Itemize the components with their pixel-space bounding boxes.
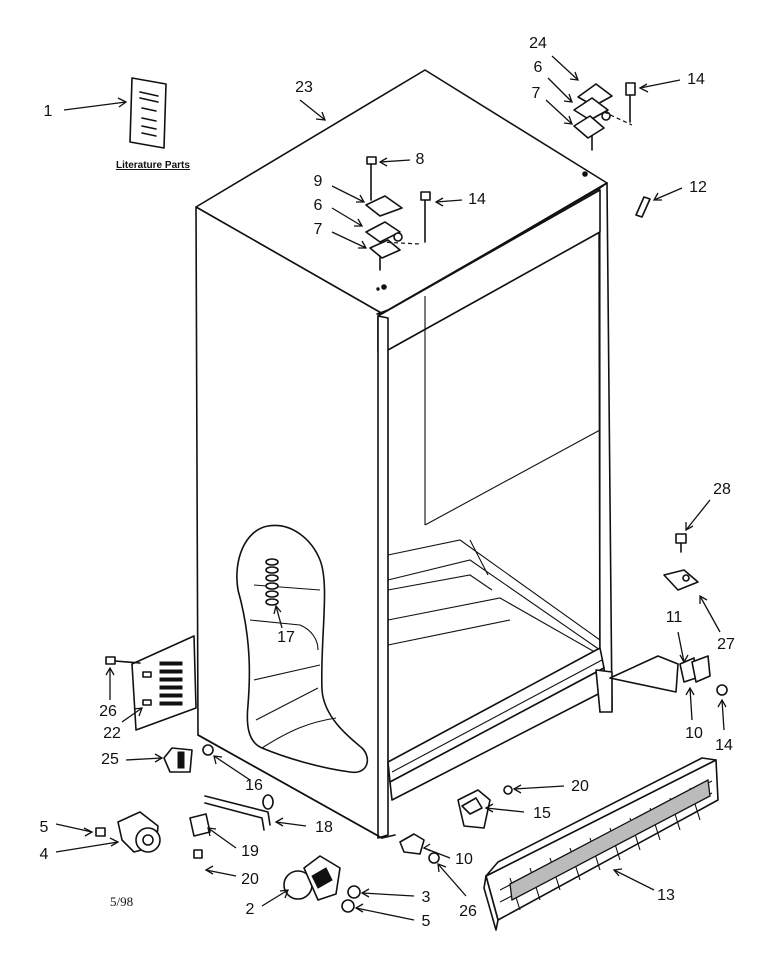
callout-22: 22 <box>103 725 121 742</box>
callout-4: 4 <box>39 846 49 863</box>
right-leveler-parts <box>609 533 728 696</box>
callout-8: 8 <box>415 151 425 168</box>
date-code: 5/98 <box>110 894 134 909</box>
callout-24: 24 <box>529 35 547 52</box>
callout-27: 27 <box>717 636 735 653</box>
literature-parts-caption: Literature Parts <box>116 160 190 171</box>
callout-10: 10 <box>455 851 473 868</box>
coil-spring <box>265 558 279 606</box>
callout-5: 5 <box>421 913 431 930</box>
callout-10: 10 <box>685 725 703 742</box>
roller-assembly <box>95 811 161 853</box>
callout-18: 18 <box>315 819 333 836</box>
callout-25: 25 <box>101 751 119 768</box>
right-hinge-assembly <box>573 82 636 151</box>
drain-tube <box>189 794 274 859</box>
center-brackets <box>399 785 513 864</box>
center-hinge-assembly <box>365 156 431 271</box>
toe-grille <box>483 757 719 931</box>
callout-14: 14 <box>687 71 705 88</box>
callout-17: 17 <box>277 629 295 646</box>
callout-14: 14 <box>715 737 733 754</box>
callout-20: 20 <box>241 871 259 888</box>
leveler-assembly <box>283 855 361 913</box>
callout-7: 7 <box>313 221 323 238</box>
side-panel-cutaway <box>236 524 369 774</box>
callout-16: 16 <box>245 777 263 794</box>
left-vent-panel <box>105 635 197 731</box>
callout-9: 9 <box>313 173 323 190</box>
callout-1: 1 <box>43 103 53 120</box>
callout-28: 28 <box>713 481 731 498</box>
literature-booklet <box>129 77 167 149</box>
callout-7: 7 <box>531 85 541 102</box>
callout-5: 5 <box>39 819 49 836</box>
callout-26: 26 <box>459 903 477 920</box>
callout-26: 26 <box>99 703 117 720</box>
callout-11: 11 <box>665 609 683 626</box>
wire-clip <box>163 744 214 773</box>
pin <box>635 196 651 218</box>
callout-20: 20 <box>571 778 589 795</box>
leader-arrows <box>55 55 727 921</box>
callout-15: 15 <box>533 805 551 822</box>
callout-3: 3 <box>421 889 431 906</box>
callout-14: 14 <box>468 191 486 208</box>
callout-2: 2 <box>245 901 255 918</box>
callout-6: 6 <box>533 59 543 76</box>
cabinet <box>195 69 613 839</box>
callout-13: 13 <box>657 887 675 904</box>
callout-12: 12 <box>689 179 707 196</box>
callout-19: 19 <box>241 843 259 860</box>
callout-23: 23 <box>295 79 313 96</box>
callout-6: 6 <box>313 197 323 214</box>
